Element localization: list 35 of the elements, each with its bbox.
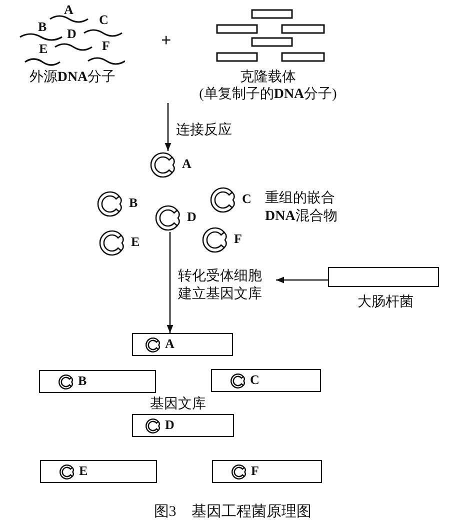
plasmid-letter: E (79, 463, 88, 480)
plasmid-letter: B (78, 373, 87, 390)
fragment-letter: A (64, 2, 74, 18)
bacterium-box (40, 460, 157, 483)
fragment-letter: D (67, 26, 76, 42)
figure-caption: 图3 基因工程菌原理图 (152, 503, 312, 522)
arrow (166, 232, 174, 333)
plasmid-letter: F (251, 463, 259, 480)
dna-label: 外源DNA分子 (28, 69, 117, 86)
plasmid-letter: A (165, 336, 174, 352)
plasmid-letter: F (234, 231, 242, 248)
fragment-letter: E (39, 41, 48, 58)
plasmid-letter: C (250, 372, 260, 388)
plus-sign: + (161, 29, 172, 52)
fragment-letter: B (38, 19, 47, 36)
fragment-letter: C (99, 12, 108, 28)
note-text: 重组的嵌合DNA混合物 (265, 190, 338, 225)
plasmid-letter: D (187, 209, 196, 226)
vector-label: 克隆载体 (239, 69, 297, 86)
plasmid-letter: C (242, 191, 252, 208)
plasmid-letter: B (129, 195, 138, 212)
vector-label: (单复制子的DNA分子) (198, 86, 338, 104)
plasmid-letter: E (131, 234, 140, 250)
bacterium-label: 大肠杆菌 (356, 294, 414, 312)
plasmid-letter: A (182, 156, 192, 172)
arrow (164, 103, 172, 151)
arrow (276, 276, 328, 284)
bacterium-box (211, 369, 321, 392)
bacterium-box (212, 460, 322, 483)
plasmid-letter: D (165, 417, 174, 434)
bacterium-box (39, 370, 156, 393)
note-text: 基因文库 (150, 396, 206, 414)
bacterium-box (132, 414, 234, 437)
fragment-letter: F (102, 38, 110, 54)
bacterium-box (132, 333, 233, 356)
